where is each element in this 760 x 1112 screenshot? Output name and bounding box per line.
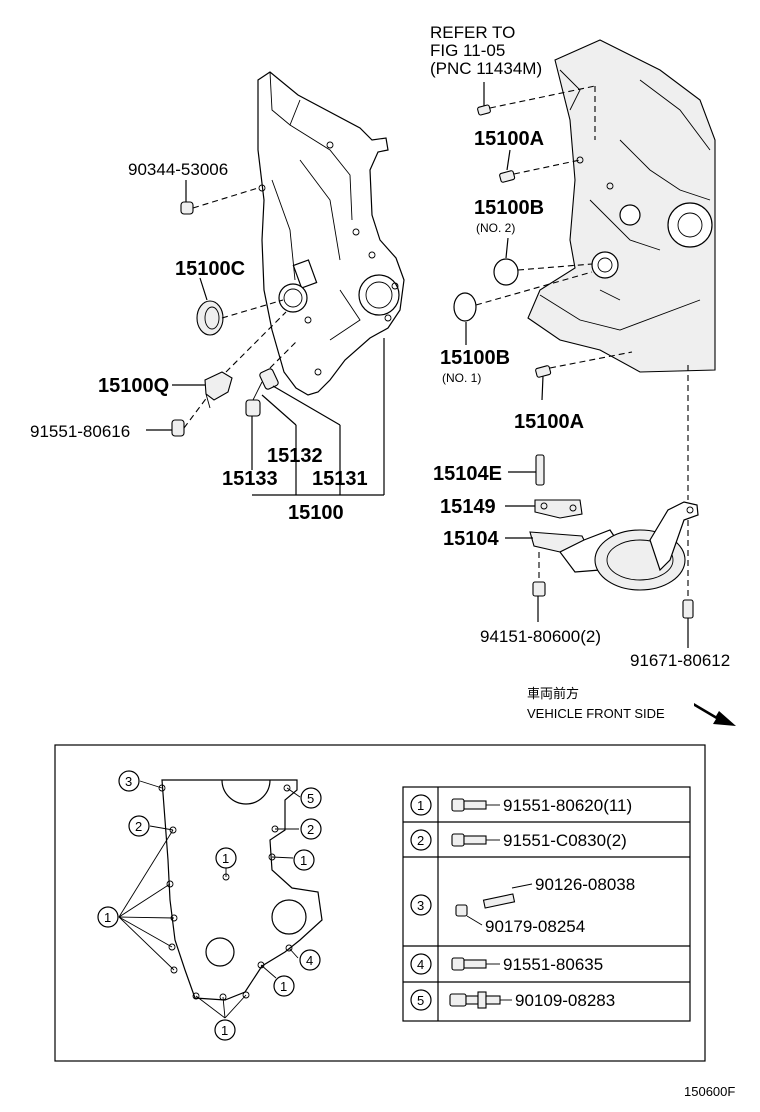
label-91671-80612[interactable]: 91671-80612 (630, 651, 730, 670)
label-15100B-no2[interactable]: 15100B (474, 197, 544, 219)
left-small-parts (171, 187, 299, 437)
direction-english: VEHICLE FRONT SIDE (527, 706, 665, 721)
left-leaders (146, 180, 385, 496)
callout-1-right: 1 (300, 853, 307, 868)
legend-num-5: 5 (417, 993, 424, 1008)
engine-block-drawing (527, 39, 716, 373)
label-15104E[interactable]: 15104E (433, 463, 502, 485)
refer-line-3: (PNC 11434M) (430, 59, 542, 78)
legend-num-1: 1 (417, 798, 424, 813)
label-15132[interactable]: 15132 (267, 445, 323, 467)
label-91551-80616[interactable]: 91551-80616 (30, 422, 130, 441)
callout-leaders (118, 780, 301, 1019)
callout-3: 3 (125, 774, 132, 789)
figure-id: 150600F (684, 1084, 735, 1099)
stud-icon (482, 893, 516, 909)
legend-part-1[interactable]: 91551-80620(11) (503, 796, 632, 815)
legend-part-3b[interactable]: 90179-08254 (485, 917, 585, 936)
label-94151-80600[interactable]: 94151-80600(2) (480, 627, 601, 646)
legend-part-2[interactable]: 91551-C0830(2) (503, 831, 627, 850)
label-15100C[interactable]: 15100C (175, 258, 245, 280)
label-15131[interactable]: 15131 (312, 468, 368, 490)
label-15100[interactable]: 15100 (288, 502, 344, 524)
legend-num-3: 3 (417, 898, 424, 913)
legend-num-4: 4 (417, 957, 424, 972)
callout-2-left: 2 (135, 819, 142, 834)
label-15133[interactable]: 15133 (222, 468, 278, 490)
vehicle-front-arrow-icon (694, 703, 736, 726)
refer-line-1: REFER TO (430, 23, 515, 42)
label-15149[interactable]: 15149 (440, 496, 496, 518)
bolt-icon (451, 833, 487, 847)
part-labels: REFER TO FIG 11-05 (PNC 11434M) 90344-53… (30, 23, 730, 721)
label-90344-53006[interactable]: 90344-53006 (128, 160, 228, 179)
callout-4: 4 (306, 953, 313, 968)
refer-line-2: FIG 11-05 (430, 41, 505, 60)
label-15100A-bottom[interactable]: 15100A (514, 411, 584, 433)
label-15100B-no2-note: (NO. 2) (476, 221, 515, 235)
label-15100Q[interactable]: 15100Q (98, 375, 169, 397)
right-small-parts (453, 85, 699, 619)
bolt-location-panel (54, 744, 706, 1062)
bolt-icon (451, 798, 487, 812)
right-leaders (465, 82, 689, 648)
callout-5: 5 (307, 791, 314, 806)
label-15104[interactable]: 15104 (443, 528, 499, 550)
label-15100A-top[interactable]: 15100A (474, 128, 544, 150)
callout-2-right: 2 (307, 822, 314, 837)
label-15100B-no1[interactable]: 15100B (440, 347, 510, 369)
timing-cover-drawing (257, 71, 405, 396)
callout-1-bottom: 1 (221, 1023, 228, 1038)
label-15100B-no1-note: (NO. 1) (442, 371, 481, 385)
legend-num-2: 2 (417, 833, 424, 848)
callout-circles: 3 5 2 2 1 1 1 4 1 1 (97, 770, 322, 1041)
flange-bolt-icon (449, 991, 501, 1009)
callout-1-left: 1 (104, 910, 111, 925)
callout-1-center: 1 (222, 851, 229, 866)
direction-japanese: 車両前方 (527, 686, 579, 701)
bolt-legend-table: 1 2 3 4 5 (402, 786, 691, 1022)
legend-part-3a[interactable]: 90126-08038 (535, 875, 635, 894)
bolt-icon (451, 957, 487, 971)
legend-part-4[interactable]: 91551-80635 (503, 955, 603, 974)
cover-outline-drawing (158, 779, 323, 1001)
legend-part-5[interactable]: 90109-08283 (515, 991, 615, 1010)
nut-icon (455, 904, 468, 917)
callout-1-lower-right: 1 (280, 979, 287, 994)
